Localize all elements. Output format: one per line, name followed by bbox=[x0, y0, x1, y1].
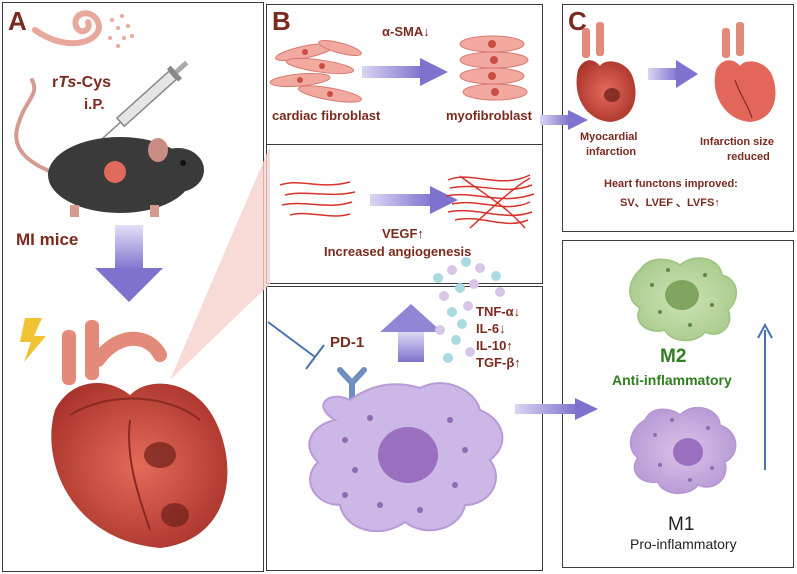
route-label: i.P. bbox=[84, 96, 105, 113]
up-arrow-icon bbox=[380, 304, 442, 362]
mi-label-1: Myocardial bbox=[580, 131, 638, 143]
m2-label: M2 bbox=[660, 346, 687, 367]
cytokine-il10: IL-10↑ bbox=[476, 338, 513, 353]
panel-c-letter: C bbox=[568, 6, 587, 36]
zoom-wedge bbox=[170, 146, 270, 380]
vessels-sparse-icon bbox=[279, 181, 356, 217]
recovered-heart-icon bbox=[714, 22, 776, 122]
polarization-arrow bbox=[757, 322, 773, 470]
size-label-1: Infarction size bbox=[700, 136, 774, 148]
pd1-label: PD-1 bbox=[330, 334, 365, 351]
size-label-2: reduced bbox=[727, 151, 770, 163]
lightning-icon bbox=[20, 318, 46, 362]
panel-b-letter: B bbox=[272, 6, 291, 36]
m1-label: M1 bbox=[668, 514, 695, 535]
cytokine-tgf: TGF-β↑ bbox=[476, 355, 521, 370]
myofibroblast-icon bbox=[459, 35, 529, 101]
m2-description: Anti-inflammatory bbox=[612, 372, 732, 388]
angiogenesis-label: Increased angiogenesis bbox=[324, 244, 472, 259]
function-title: Heart functons improved: bbox=[604, 178, 738, 190]
drug-name: rTs-Cys bbox=[52, 74, 111, 92]
down-arrow-icon bbox=[95, 225, 163, 302]
heart-illustration bbox=[51, 320, 228, 548]
m1-description: Pro-inflammatory bbox=[630, 536, 737, 552]
arrow-b-to-c bbox=[540, 110, 588, 130]
m2-macrophage-icon bbox=[629, 257, 737, 342]
asma-label: α-SMA↓ bbox=[382, 24, 430, 39]
cytokine-dots bbox=[433, 257, 505, 363]
mouse-icon bbox=[14, 78, 204, 217]
mi-label-2: infarction bbox=[586, 146, 637, 158]
pd1-receptor-icon bbox=[337, 367, 367, 401]
cytokine-il6: IL-6↓ bbox=[476, 321, 506, 336]
pd1-inhibition bbox=[267, 321, 325, 370]
m1-macrophage-icon bbox=[629, 406, 737, 494]
vegf-label: VEGF↑ bbox=[382, 226, 424, 241]
arrow-angiogenesis bbox=[370, 186, 458, 214]
arrow-fibroblast bbox=[362, 58, 448, 86]
drug-italic: Ts bbox=[58, 74, 77, 91]
infarcted-heart-icon bbox=[576, 22, 636, 122]
cardiac-fibroblast-icon bbox=[269, 40, 363, 103]
drug-prefix: r bbox=[52, 74, 59, 91]
myofibroblast-label: myofibroblast bbox=[446, 108, 532, 123]
model-label: MI mice bbox=[16, 230, 79, 249]
vessels-dense-icon bbox=[445, 174, 535, 229]
arrow-to-polarization bbox=[515, 398, 598, 420]
drug-suffix: -Cys bbox=[76, 74, 111, 91]
cytokine-tnf: TNF-α↓ bbox=[476, 304, 521, 319]
function-items: SV、LVEF 、LVFS↑ bbox=[620, 197, 720, 209]
arrow-recovery bbox=[648, 60, 698, 88]
panel-a-letter: A bbox=[8, 6, 27, 36]
macrophage-icon bbox=[308, 382, 504, 532]
parasite-icon bbox=[32, 10, 134, 48]
cardiac-fibroblast-label: cardiac fibroblast bbox=[272, 108, 381, 123]
syringe-icon bbox=[94, 60, 189, 147]
